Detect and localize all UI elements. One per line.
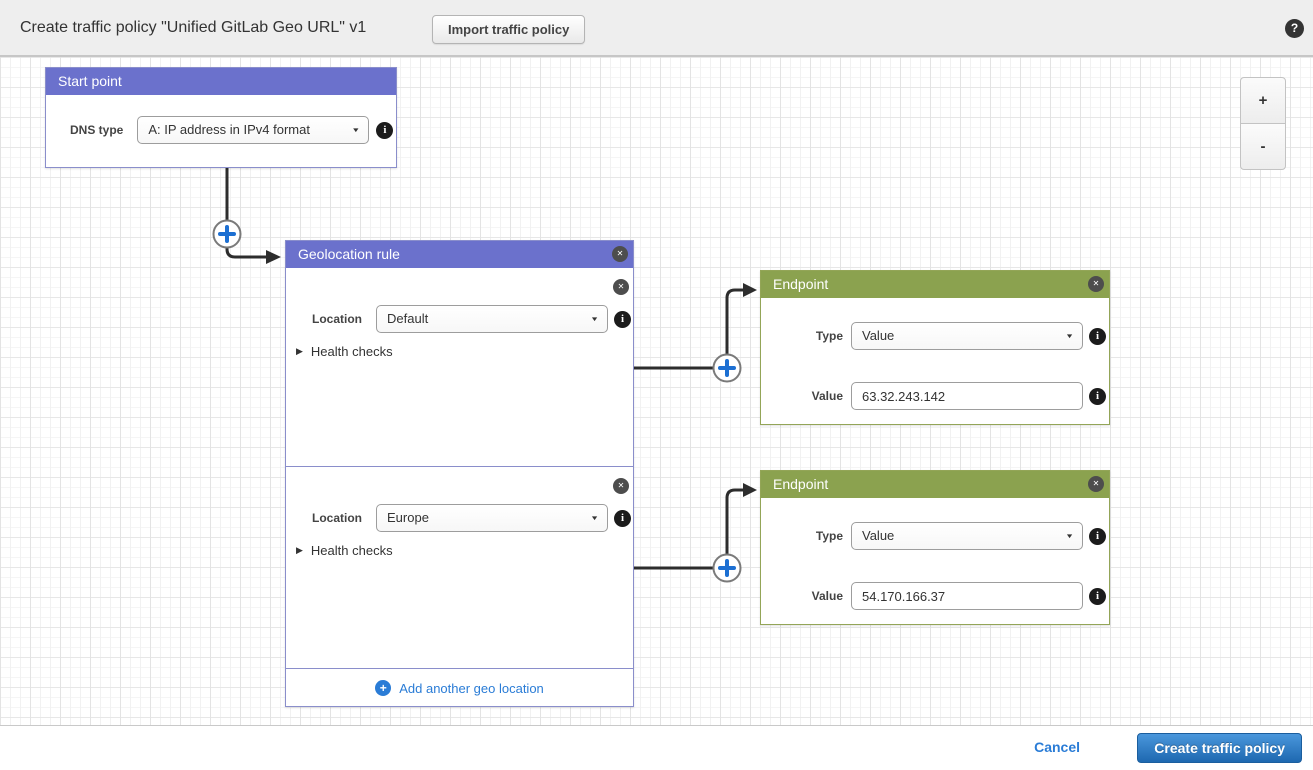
endpoint-header: Endpoint ✕ — [761, 471, 1109, 498]
endpoint-value-label: Value — [811, 389, 843, 403]
start-point-node: Start point DNS type A: IP address in IP… — [45, 67, 397, 168]
top-header-bar: Create traffic policy "Unified GitLab Ge… — [0, 0, 1313, 57]
page-title: Create traffic policy "Unified GitLab Ge… — [20, 19, 367, 36]
endpoint-type-label: Type — [815, 329, 843, 343]
info-icon[interactable]: i — [376, 121, 394, 139]
add-endpoint-connector-icon — [712, 353, 742, 383]
start-point-header: Start point — [46, 68, 396, 95]
geolocation-rule-node: Geolocation rule ✕ ✕ Location Default ▼ … — [285, 240, 634, 707]
endpoint-type-select[interactable]: Value ▼ — [851, 522, 1083, 550]
chevron-down-icon: ▼ — [1065, 332, 1074, 340]
chevron-down-icon: ▼ — [590, 315, 599, 323]
info-icon[interactable]: i — [1089, 327, 1106, 345]
close-icon[interactable]: ✕ — [613, 478, 629, 494]
add-endpoint-connector-icon — [712, 553, 742, 583]
geolocation-rule-header: Geolocation rule ✕ — [286, 241, 633, 268]
endpoint-type-label: Type — [815, 529, 843, 543]
endpoint-node: Endpoint ✕ Type Value ▼ i Value i — [760, 470, 1110, 625]
geo-rule-section-europe: ✕ Location Europe ▼ i ▶ Health checks — [286, 467, 633, 669]
info-icon[interactable]: i — [1089, 527, 1106, 545]
location-label: Location — [312, 511, 362, 525]
bottom-action-bar: Cancel Create traffic policy — [0, 727, 1313, 770]
import-traffic-policy-button[interactable]: Import traffic policy — [432, 15, 586, 44]
endpoint-value-input[interactable] — [851, 382, 1083, 410]
canvas-zoom-controls: + - — [1240, 77, 1286, 170]
endpoint-header: Endpoint ✕ — [761, 271, 1109, 298]
info-icon[interactable]: i — [614, 509, 631, 527]
collapsed-triangle-icon: ▶ — [296, 545, 303, 555]
policy-canvas: Start point DNS type A: IP address in IP… — [0, 57, 1313, 726]
endpoint-value-label: Value — [811, 589, 843, 603]
location-select[interactable]: Europe ▼ — [376, 504, 608, 532]
close-icon[interactable]: ✕ — [612, 246, 628, 262]
cancel-button[interactable]: Cancel — [1034, 739, 1080, 755]
endpoint-type-select[interactable]: Value ▼ — [851, 322, 1083, 350]
add-geo-location-link[interactable]: + Add another geo location — [286, 669, 633, 707]
health-checks-toggle[interactable]: ▶ Health checks — [296, 344, 393, 359]
geo-rule-section-default: ✕ Location Default ▼ i ▶ Health checks — [286, 268, 633, 467]
close-icon[interactable]: ✕ — [1088, 276, 1104, 292]
info-icon[interactable]: i — [1089, 587, 1106, 605]
endpoint-value-input[interactable] — [851, 582, 1083, 610]
chevron-down-icon: ▼ — [1065, 532, 1074, 540]
help-icon[interactable]: ? — [1285, 19, 1304, 38]
collapsed-triangle-icon: ▶ — [296, 346, 303, 356]
location-label: Location — [312, 312, 362, 326]
zoom-out-button[interactable]: - — [1240, 123, 1286, 170]
health-checks-toggle[interactable]: ▶ Health checks — [296, 543, 393, 558]
endpoint-node: Endpoint ✕ Type Value ▼ i Value i — [760, 270, 1110, 425]
close-icon[interactable]: ✕ — [1088, 476, 1104, 492]
dns-type-label: DNS type — [70, 123, 124, 137]
add-rule-connector-icon — [212, 219, 242, 249]
zoom-in-button[interactable]: + — [1240, 77, 1286, 124]
location-select[interactable]: Default ▼ — [376, 305, 608, 333]
chevron-down-icon: ▼ — [590, 514, 599, 522]
info-icon[interactable]: i — [1089, 387, 1106, 405]
info-icon[interactable]: i — [614, 310, 631, 328]
close-icon[interactable]: ✕ — [613, 279, 629, 295]
create-traffic-policy-button[interactable]: Create traffic policy — [1137, 733, 1302, 763]
add-plus-icon: + — [375, 680, 392, 696]
chevron-down-icon: ▼ — [351, 126, 361, 134]
dns-type-select[interactable]: A: IP address in IPv4 format ▼ — [137, 116, 370, 144]
